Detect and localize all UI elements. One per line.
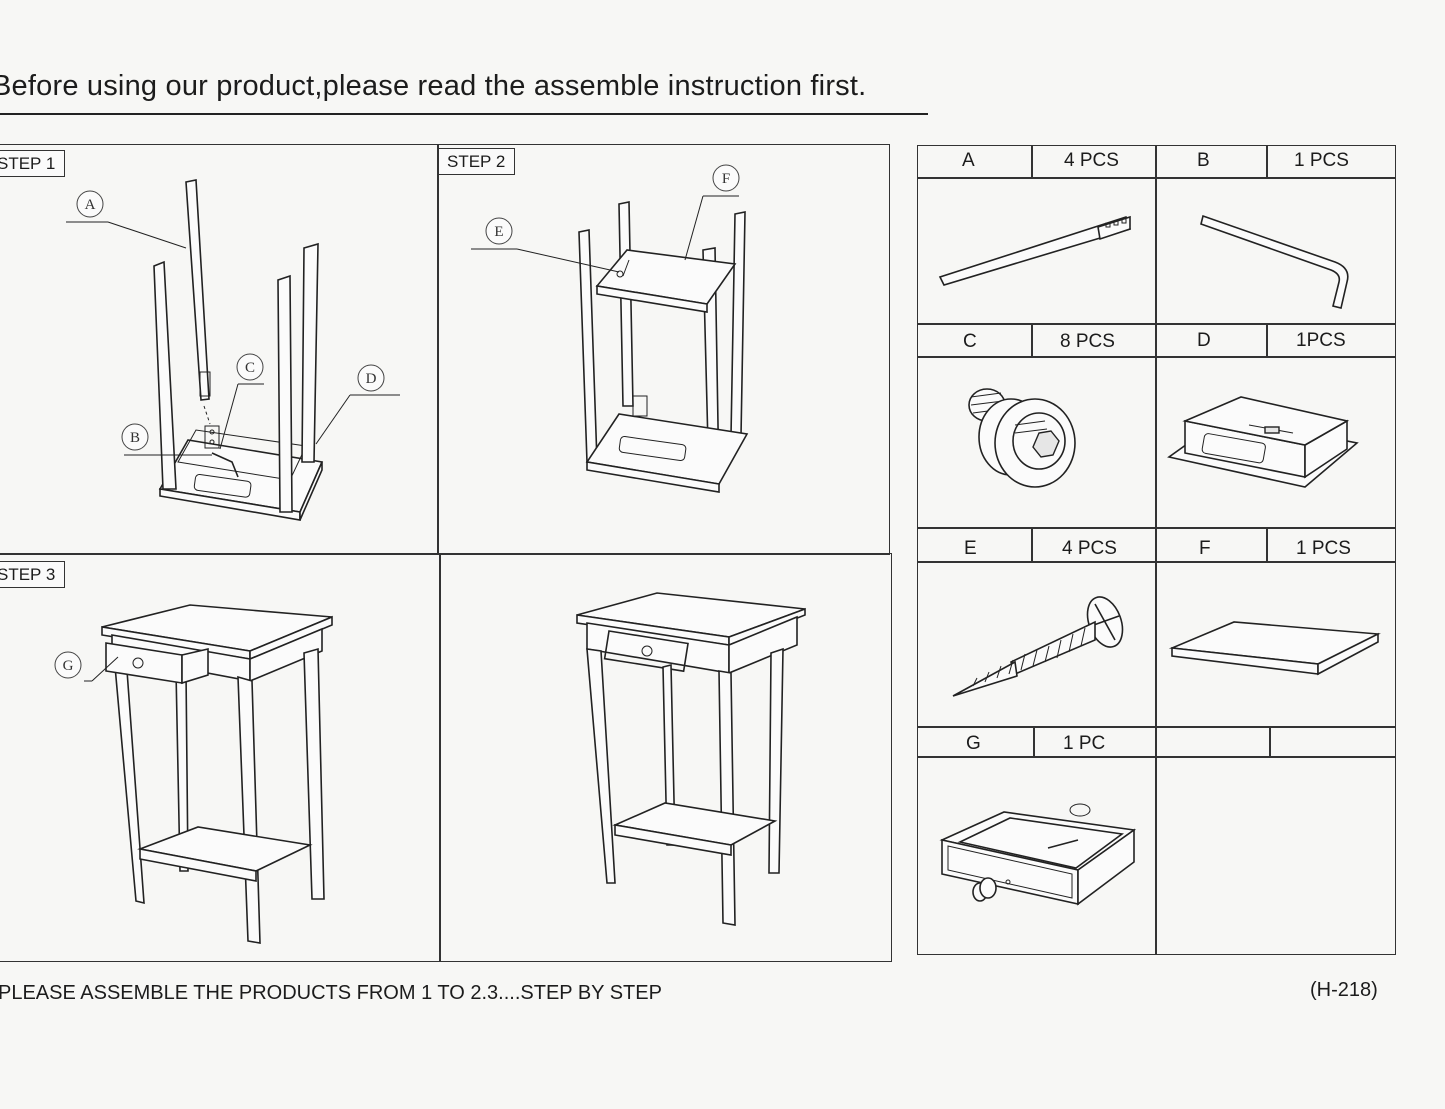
heading-underline bbox=[0, 113, 928, 115]
qty-divider bbox=[1269, 727, 1271, 757]
step3-panel bbox=[0, 553, 441, 962]
callout-b bbox=[121, 423, 149, 451]
step1-illustration: A B C D bbox=[66, 179, 400, 521]
assembly-footer-note: PLEASE ASSEMBLE THE PRODUCTS FROM 1 TO 2… bbox=[0, 982, 662, 1004]
finished-panel bbox=[439, 553, 892, 962]
part-b-qty: 1 PCS bbox=[1294, 150, 1349, 171]
step1-panel bbox=[0, 144, 439, 555]
row-rule bbox=[917, 527, 1396, 529]
part-f-letter: F bbox=[1199, 538, 1211, 559]
row-rule bbox=[917, 756, 1396, 758]
callout-e-label: E bbox=[494, 224, 503, 240]
parts-table bbox=[917, 145, 1396, 955]
step3-illustration: G bbox=[54, 604, 333, 944]
row-rule bbox=[917, 323, 1396, 325]
callout-a bbox=[76, 190, 104, 218]
step2-label: STEP 2 bbox=[438, 148, 516, 175]
step1-label: STEP 1 bbox=[0, 150, 66, 177]
part-e-letter: E bbox=[964, 538, 977, 559]
qty-divider bbox=[1031, 528, 1033, 561]
part-d-letter: D bbox=[1197, 330, 1211, 351]
qty-divider bbox=[1031, 324, 1033, 357]
callout-g-label: G bbox=[63, 658, 74, 674]
callout-f bbox=[712, 164, 740, 192]
qty-divider bbox=[1033, 727, 1035, 757]
row-rule bbox=[917, 561, 1396, 563]
callout-f-label: F bbox=[722, 171, 730, 187]
drawer-icon bbox=[939, 803, 1137, 906]
qty-divider bbox=[1266, 324, 1268, 357]
wood-screw-icon bbox=[952, 596, 1124, 697]
part-a-qty: 4 PCS bbox=[1064, 150, 1119, 171]
step2-illustration: E F bbox=[471, 164, 749, 493]
callout-b-label: B bbox=[130, 430, 140, 446]
callout-c-label: C bbox=[245, 360, 255, 376]
part-g-letter: G bbox=[966, 733, 981, 754]
part-c-letter: C bbox=[963, 331, 977, 352]
connector-bolt-icon bbox=[968, 388, 1076, 488]
allen-key-icon bbox=[1200, 214, 1349, 309]
part-d-qty: 1PCS bbox=[1296, 330, 1346, 351]
part-g-qty: 1 PC bbox=[1063, 733, 1106, 754]
qty-divider bbox=[1031, 145, 1033, 178]
row-rule bbox=[917, 726, 1396, 728]
model-code: (H-218) bbox=[1310, 979, 1378, 1001]
part-f-qty: 1 PCS bbox=[1296, 538, 1351, 559]
tapered-leg-icon bbox=[938, 215, 1132, 286]
instruction-heading: Before using our product,please read the… bbox=[0, 70, 867, 102]
qty-divider bbox=[1266, 528, 1268, 561]
callout-d bbox=[357, 364, 385, 392]
shelf-board-icon bbox=[1168, 621, 1381, 676]
part-e-qty: 4 PCS bbox=[1062, 538, 1117, 559]
step3-label: STEP 3 bbox=[0, 561, 66, 588]
part-a-letter: A bbox=[962, 150, 975, 171]
part-b-letter: B bbox=[1197, 150, 1210, 171]
callout-a-label: A bbox=[85, 197, 96, 213]
callout-e bbox=[485, 217, 513, 245]
row-rule bbox=[917, 177, 1396, 179]
qty-divider bbox=[1266, 145, 1268, 178]
callout-d-label: D bbox=[366, 371, 377, 387]
step2-panel bbox=[437, 144, 890, 555]
row-rule bbox=[917, 356, 1396, 358]
part-c-qty: 8 PCS bbox=[1060, 331, 1115, 352]
callout-c bbox=[236, 353, 264, 381]
callout-g bbox=[54, 651, 82, 679]
parts-table-center-divider bbox=[1155, 145, 1157, 955]
apron-frame-icon bbox=[1167, 396, 1359, 488]
finished-table-illustration bbox=[576, 592, 806, 926]
